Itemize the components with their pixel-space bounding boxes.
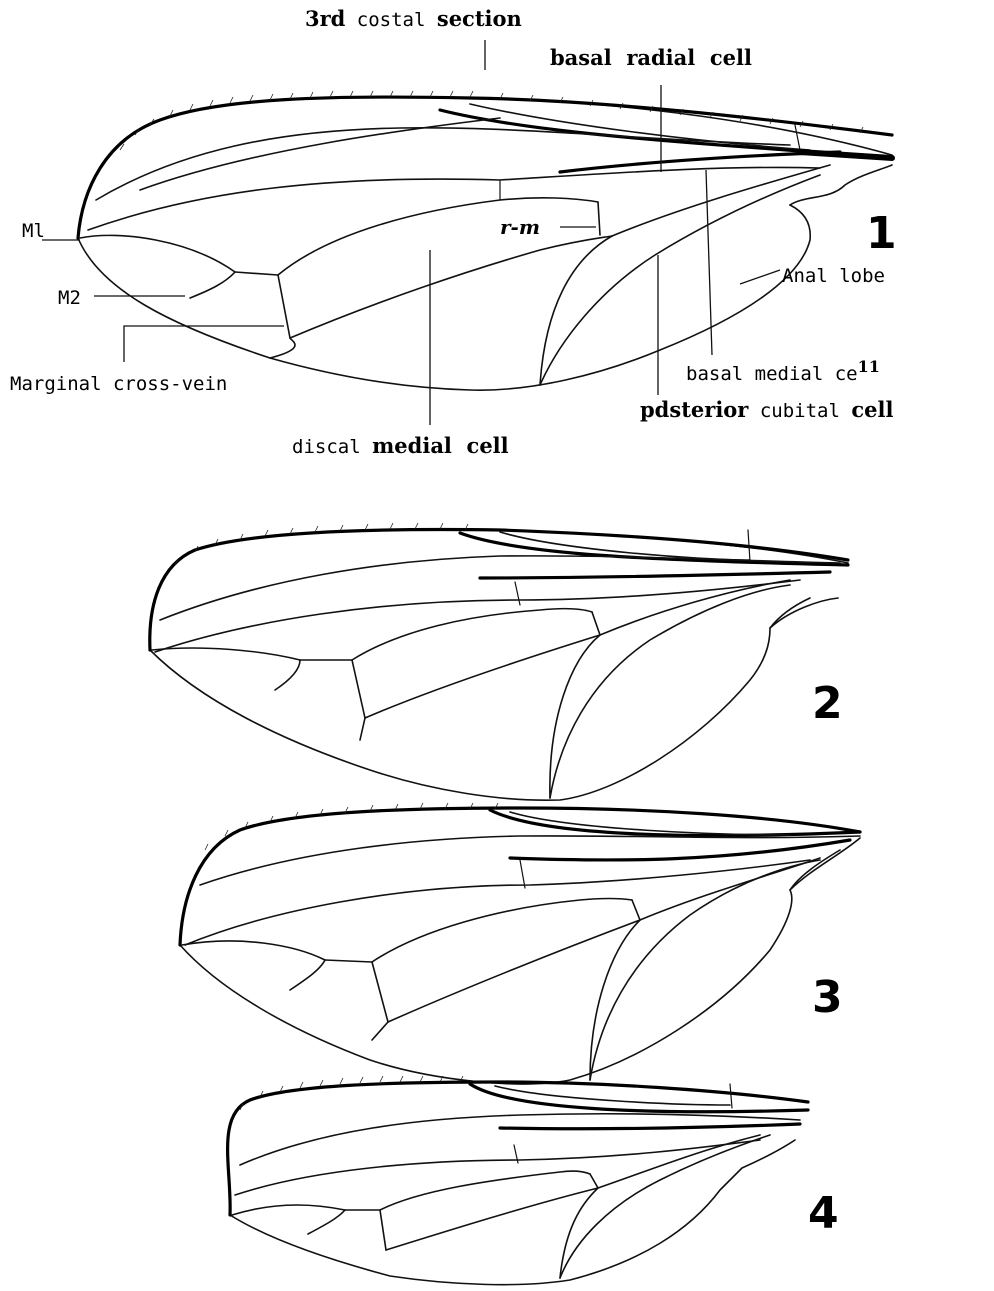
wing-4-costa (228, 1082, 808, 1215)
wing-3-vein-discal-upper (372, 899, 632, 963)
label-costal: costal (345, 9, 437, 31)
figure-number-3: 3 (812, 972, 843, 1023)
label-basal-medial-sup: 11 (858, 357, 880, 376)
wing-2: 2 (150, 523, 848, 800)
label-cell-bold: cell (851, 397, 893, 422)
wing-3-m4 (372, 1022, 388, 1040)
label-marginal-cross-vein: Marginal cross-vein (10, 373, 227, 395)
wing-1-vein-discal-upper (278, 198, 598, 275)
wing-2-m4 (360, 718, 365, 740)
wing-2-vein-m3 (365, 635, 600, 718)
wing-4-vein-m2 (308, 1210, 345, 1234)
wing-3-vein-cu (640, 858, 820, 920)
wing-3-vein-r23 (510, 812, 790, 835)
label-m2: M2 (58, 287, 81, 309)
wing-1: 3rd costal section basal radial cell r-m… (10, 6, 897, 458)
wing-4-vein-r1 (470, 1084, 808, 1112)
wing-3-cross-m (325, 960, 372, 962)
wing-3-vein-m2 (290, 960, 325, 990)
wing-2-vein-cu1 (550, 585, 790, 798)
wing-3-vein-m1 (182, 941, 325, 960)
wing-2-vein-cu (600, 580, 790, 635)
label-discal-medial-cell: discal medial cell (292, 433, 509, 458)
wing-1-cross-m1m2 (235, 272, 278, 275)
wing-1-vein-m4 (270, 338, 295, 358)
wing-1-vein-m1 (80, 235, 235, 272)
label-discal: discal (292, 436, 372, 458)
wing-1-leader-basal-medial (706, 170, 712, 355)
label-r-m: r-m (500, 215, 540, 239)
wing-1-basal-stub (800, 152, 892, 158)
wing-1-leader-marginal (124, 326, 284, 362)
wing-1-humeral-cross (795, 125, 800, 150)
wing-2-vein-m2 (275, 660, 300, 690)
label-medial-cell-bold: medial cell (372, 433, 509, 458)
wing-1-vein-cu (612, 165, 830, 236)
wing-3-rm (632, 900, 640, 920)
wing-4-vein-m1 (232, 1205, 345, 1215)
label-m1: Ml (22, 220, 45, 242)
wing-1-leader-anal (740, 270, 780, 284)
wing-3-crossvein-upper (520, 860, 525, 888)
wing-2-rm (592, 612, 600, 635)
wing-3-vein-upper-m (185, 860, 810, 945)
label-cubital: cubital (748, 400, 851, 422)
label-section-bold: section (437, 6, 522, 31)
figure-number-2: 2 (812, 678, 843, 729)
wing-2-marginal-cross (352, 660, 365, 718)
wing-3-vein-cu1 (590, 860, 820, 1080)
wing-1-vein-upper-m (88, 167, 820, 230)
wing-3: 3 (180, 803, 860, 1084)
wing-2-vein-cu2 (550, 635, 600, 798)
wing-4-rm (590, 1174, 598, 1188)
wing-2-vein-r45 (480, 572, 830, 578)
wing-4-vein-r45 (500, 1124, 800, 1129)
wing-3-vein-r45 (510, 840, 850, 860)
label-3rd-costal-section: 3rd costal section (305, 6, 522, 31)
label-posterior-bold: pdsterior (640, 397, 749, 422)
wing-1-vein-m2 (190, 272, 235, 298)
wing-2-vein-m1 (152, 648, 300, 660)
label-basal-radial-cell: basal radial cell (550, 45, 752, 70)
wing-2-outline (150, 530, 848, 801)
wing-1-anal-lobe (790, 165, 892, 205)
wing-3-costa (180, 808, 860, 945)
label-basal-medial-cell: basal medial ce11 (686, 357, 880, 385)
wing-1-vein-cu1 (540, 175, 820, 385)
label-anal-lobe: Anal lobe (782, 265, 885, 287)
wing-1-rm-crossvein (598, 202, 600, 235)
wing-2-vein-discal-upper (352, 609, 592, 660)
wing-1-outline (78, 97, 892, 390)
wing-4-marginal-cross (380, 1210, 386, 1250)
wing-4: 4 (228, 1076, 839, 1285)
wing-2-crossvein-upper (515, 582, 520, 605)
figure-number-4: 4 (808, 1188, 839, 1239)
figure-number-1: 1 (866, 208, 897, 259)
label-3rd-bold: 3rd (305, 6, 346, 31)
wing-4-vein-upper-m (235, 1140, 760, 1195)
wing-3-marginal-cross (372, 962, 388, 1022)
label-basal-medial-text: basal medial ce (686, 363, 858, 385)
wing-1-marginal-cross-vein (278, 275, 290, 338)
wing-4-vein-discal-upper (380, 1171, 590, 1210)
label-posterior-cubital-cell: pdsterior cubital cell (640, 397, 893, 422)
wing-4-vein-rs (240, 1114, 800, 1165)
